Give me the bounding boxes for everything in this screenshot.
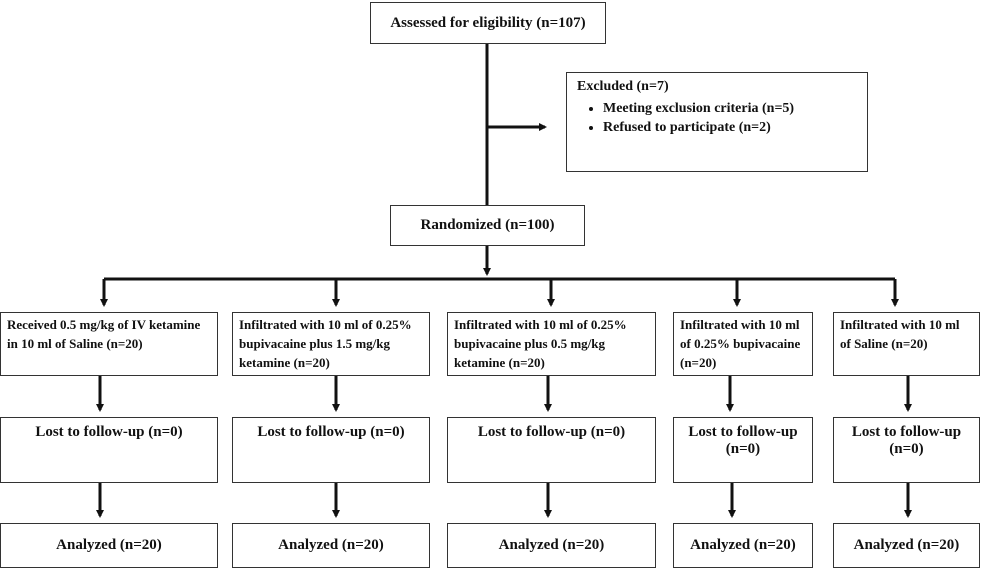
excluded-list: Meeting exclusion criteria (n=5) Refused… [577, 101, 857, 136]
allocation-label-1: Received 0.5 mg/kg of IV ketamine in 10 … [7, 317, 201, 351]
allocation-label-2: Infiltrated with 10 ml of 0.25% bupivaca… [239, 317, 412, 370]
allocation-box-3: Infiltrated with 10 ml of 0.25% bupivaca… [447, 312, 656, 376]
excluded-title: Excluded (n=7) [577, 79, 669, 94]
allocation-label-3: Infiltrated with 10 ml of 0.25% bupivaca… [454, 317, 627, 370]
lost-box-2: Lost to follow-up (n=0) [232, 417, 430, 483]
analyzed-box-5: Analyzed (n=20) [833, 523, 980, 568]
allocation-box-2: Infiltrated with 10 ml of 0.25% bupivaca… [232, 312, 430, 376]
analyzed-box-3: Analyzed (n=20) [447, 523, 656, 568]
analyzed-label-1: Analyzed (n=20) [56, 537, 162, 553]
lost-box-3: Lost to follow-up (n=0) [447, 417, 656, 483]
analyzed-box-1: Analyzed (n=20) [0, 523, 218, 568]
lost-box-1: Lost to follow-up (n=0) [0, 417, 218, 483]
allocation-box-1: Received 0.5 mg/kg of IV ketamine in 10 … [0, 312, 218, 376]
analyzed-label-2: Analyzed (n=20) [278, 537, 384, 553]
excluded-reason: Refused to participate (n=2) [603, 120, 857, 136]
lost-label-1: Lost to follow-up (n=0) [35, 424, 183, 440]
analyzed-label-5: Analyzed (n=20) [853, 537, 960, 553]
lost-label-5: Lost to follow-up (n=0) [851, 424, 962, 457]
assessed-box: Assessed for eligibility (n=107) [370, 2, 606, 44]
excluded-box: Excluded (n=7) Meeting exclusion criteri… [566, 72, 868, 172]
analyzed-box-4: Analyzed (n=20) [673, 523, 813, 568]
randomized-box: Randomized (n=100) [390, 205, 585, 246]
analyzed-label-3: Analyzed (n=20) [498, 537, 605, 553]
analyzed-label-4: Analyzed (n=20) [690, 537, 796, 553]
randomized-label: Randomized (n=100) [420, 217, 555, 233]
allocation-label-4: Infiltrated with 10 ml of 0.25% bupivaca… [680, 317, 801, 370]
analyzed-box-2: Analyzed (n=20) [232, 523, 430, 568]
allocation-box-5: Infiltrated with 10 ml of Saline (n=20) [833, 312, 980, 376]
allocation-label-5: Infiltrated with 10 ml of Saline (n=20) [840, 317, 960, 351]
lost-label-2: Lost to follow-up (n=0) [257, 424, 405, 440]
lost-box-4: Lost to follow-up (n=0) [673, 417, 813, 483]
excluded-reason: Meeting exclusion criteria (n=5) [603, 101, 857, 117]
lost-box-5: Lost to follow-up (n=0) [833, 417, 980, 483]
assessed-label: Assessed for eligibility (n=107) [390, 14, 586, 31]
allocation-box-4: Infiltrated with 10 ml of 0.25% bupivaca… [673, 312, 813, 376]
lost-label-3: Lost to follow-up (n=0) [477, 424, 626, 440]
lost-label-4: Lost to follow-up (n=0) [688, 424, 798, 457]
